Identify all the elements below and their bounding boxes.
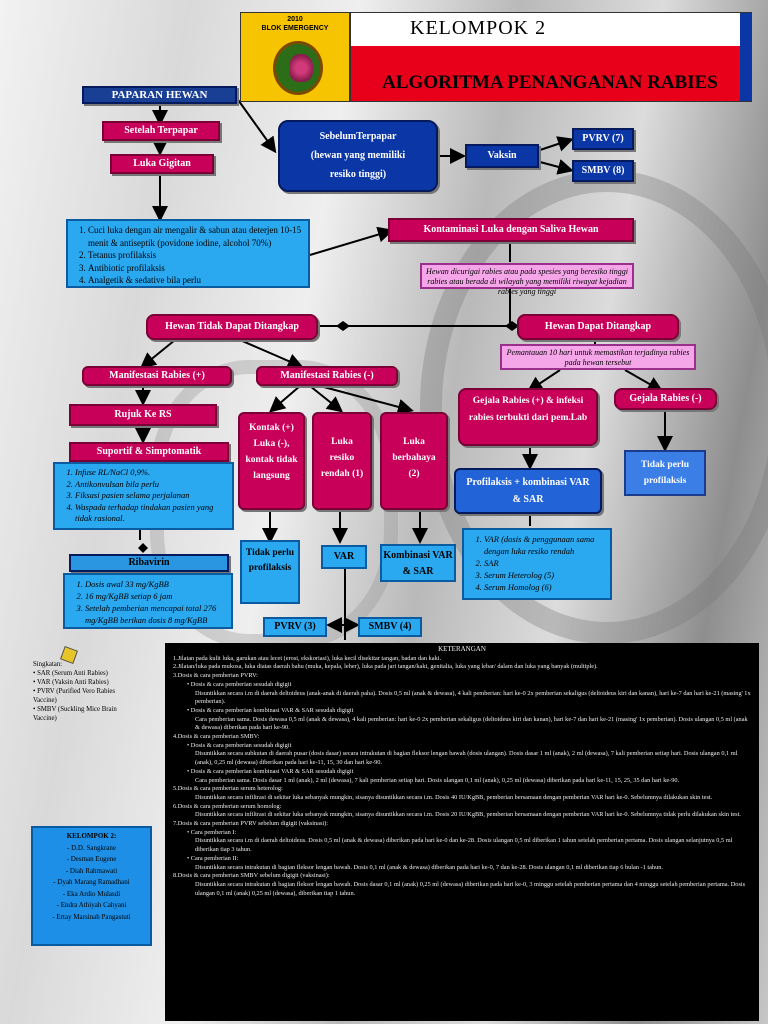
kelompok-members-title: KELOMPOK 2: bbox=[66, 832, 117, 840]
var-list-box: VAR (dosis & penggunaan sama dengan luka… bbox=[462, 528, 612, 600]
ket-line: 5.Dosis & cara pemberian serum heterolog… bbox=[173, 785, 283, 793]
suportif-item: Fiksasi pasien selama perjalanan bbox=[75, 490, 226, 502]
sebelum-terpapar-box: SebelumTerpapar (hewan yang memiliki res… bbox=[278, 120, 438, 192]
ribavirin-item: Dosis awal 33 mg/KgBB bbox=[85, 578, 225, 590]
page-title: ALGORITMA PENANGANAN RABIES bbox=[382, 72, 718, 93]
header-blok: BLOK EMERGENCY bbox=[261, 25, 329, 32]
gejala-neg-box: Gejala Rabies (-) bbox=[614, 388, 717, 410]
gejala-pos-box: Gejala Rabies (+) & infeksi rabies terbu… bbox=[458, 388, 598, 446]
ket-line: Disuntikkan secara infiltrasi di sekitar… bbox=[195, 811, 741, 819]
ket-line: 4.Dosis & cara pemberian SMBV: bbox=[173, 733, 260, 741]
suportif-list-box: Infuse RL/NaCl 0,9%. Antikonvulsan bila … bbox=[53, 462, 234, 530]
pemantauan-box: Pemantauan 10 hari untuk memastikan terj… bbox=[500, 344, 696, 370]
ket-line: • Dosis & cara pemberian kombinasi VAR &… bbox=[187, 706, 354, 714]
ket-line: Disuntikkan secara intrakutan di bagian … bbox=[195, 880, 746, 897]
var-item: VAR (dosis & penggunaan sama dengan luka… bbox=[484, 533, 604, 557]
vaksin-box: Vaksin bbox=[465, 144, 539, 168]
luka-step: Analgetik & sedative bila perlu bbox=[88, 274, 302, 287]
ket-line: 1.Jilatan pada kulit luka, garukan atau … bbox=[173, 654, 442, 662]
ket-line: Disuntikkan secara subkutan di daerah pu… bbox=[195, 750, 738, 767]
ket-line: • Cara pemberian I: bbox=[187, 828, 237, 836]
singkatan-title: Singkatan: bbox=[33, 661, 63, 668]
header-white-band bbox=[351, 13, 751, 46]
university-logo-icon bbox=[273, 41, 323, 95]
var-item: Serum Heterolog (5) bbox=[484, 569, 604, 581]
smbv8-box: SMBV (8) bbox=[572, 160, 634, 182]
ribavirin-list-box: Dosis awal 33 mg/KgBB 16 mg/KgBB setiap … bbox=[63, 573, 233, 629]
luka-step: Cuci luka dengan air mengalir & sabun at… bbox=[88, 224, 302, 249]
ribavirin-box: Ribavirin bbox=[69, 554, 229, 572]
rujuk-box: Rujuk Ke RS bbox=[69, 404, 217, 426]
pvrv3-box: PVRV (3) bbox=[263, 617, 327, 637]
ket-line: 8.Dosis & cara pemberian SMBV sebelum di… bbox=[173, 872, 330, 880]
tidak-perlu-box: Tidak perlu profilaksis bbox=[240, 540, 300, 604]
pvrv7-box: PVRV (7) bbox=[572, 128, 634, 150]
member: - D.D. Sangkrane bbox=[67, 843, 116, 852]
luka-bahaya-box: Luka berbahaya (2) bbox=[380, 412, 448, 510]
luka-steps-box: Cuci luka dengan air mengalir & sabun at… bbox=[66, 219, 310, 288]
luka-gigitan-box: Luka Gigitan bbox=[110, 154, 214, 174]
suportif-item: Antikonvulsan bila perlu bbox=[75, 479, 226, 491]
manifestasi-pos-box: Manifestasi Rabies (+) bbox=[82, 366, 232, 386]
keterangan-title: KETERANGAN bbox=[438, 645, 486, 653]
hewan-tidak-tangkap-box: Hewan Tidak Dapat Ditangkap bbox=[146, 314, 318, 340]
luka-step: Antibiotic profilaksis bbox=[88, 262, 302, 275]
ket-line: Disuntikkan secara i.m di daerah deltoid… bbox=[195, 837, 733, 854]
singkatan-item: • VAR (Vaksin Anti Rabies) bbox=[33, 679, 109, 686]
header-blue-stripe bbox=[740, 13, 752, 101]
ket-line: 3.Dosis & cara pemberian PVRV: bbox=[173, 672, 258, 680]
paparan-hewan-box: PAPARAN HEWAN bbox=[82, 86, 237, 104]
ribavirin-item: Setelah pemberian mencapai total 276 mg/… bbox=[85, 602, 225, 626]
singkatan-item: • SAR (Serum Anti Rabies) bbox=[33, 670, 108, 677]
ket-line: 6.Dosis & cara pemberian serum homolog: bbox=[173, 802, 282, 810]
setelah-terpapar-box: Setelah Terpapar bbox=[102, 121, 220, 141]
hewan-dicurigai-box: Hewan dicurigai rabies atau pada spesies… bbox=[420, 263, 634, 296]
ket-line: 2.Jilatan/luka pada mukosa, luka diatas … bbox=[173, 663, 598, 671]
member: - Desman Eugene bbox=[66, 855, 117, 863]
luka-step: Tetanus profilaksis bbox=[88, 249, 302, 262]
kontak-box: Kontak (+) Luka (-), kontak tidak langsu… bbox=[238, 412, 305, 510]
tidak-perlu-2-box: Tidak perlu profilaksis bbox=[624, 450, 706, 496]
sebelum-line-3: resiko tinggi) bbox=[329, 169, 387, 180]
suportif-item: Waspada terhadap tindakan pasien yang ti… bbox=[75, 502, 226, 525]
kelompok-members-box: KELOMPOK 2: - D.D. Sangkrane - Desman Eu… bbox=[31, 826, 152, 946]
manifestasi-neg-box: Manifestasi Rabies (-) bbox=[256, 366, 398, 386]
ket-line: Disuntikkan secara infiltrasi di sekitar… bbox=[195, 793, 713, 801]
profilaksis-box: Profilaksis + kombinasi VAR & SAR bbox=[454, 468, 602, 514]
ket-line: • Dosis & cara pemberian kombinasi VAR &… bbox=[187, 767, 354, 775]
keterangan-panel: KETERANGAN 1.Jilatan pada kulit luka, ga… bbox=[165, 643, 759, 1021]
singkatan-item: • SMBV (Suckling Mice Brain Vaccine) bbox=[33, 706, 117, 722]
ket-line: Disuntikkan secara intrakutan di bagian … bbox=[195, 863, 663, 871]
var-item: SAR bbox=[484, 557, 604, 569]
member: - Dyah Marang Ramadhani bbox=[53, 878, 130, 886]
smbv4-box: SMBV (4) bbox=[358, 617, 422, 637]
ribavirin-item: 16 mg/KgBB setiap 6 jam bbox=[85, 590, 225, 602]
kombinasi-box: Kombinasi VAR & SAR bbox=[380, 544, 456, 582]
member: - Diah Rahmawati bbox=[65, 866, 118, 875]
member: - Endra Athiyah Cahyani bbox=[56, 901, 127, 909]
ket-line: Cara pemberian sama. Dosis dasar 1 ml (a… bbox=[195, 776, 680, 784]
kontaminasi-box: Kontaminasi Luka dengan Saliva Hewan bbox=[388, 218, 634, 242]
var-item: Serum Homolog (6) bbox=[484, 581, 604, 593]
hewan-dapat-tangkap-box: Hewan Dapat Ditangkap bbox=[517, 314, 679, 340]
member: - Eka Ardio Mulasdi bbox=[62, 889, 121, 898]
ket-line: • Dosis & cara pemberian sesudah digigit bbox=[187, 680, 292, 688]
singkatan-box: Singkatan: • SAR (Serum Anti Rabies) • V… bbox=[33, 660, 137, 760]
kelompok-title: KELOMPOK 2 bbox=[410, 17, 547, 39]
ket-line: Disuntikkan secara i.m di daerah deltoid… bbox=[195, 689, 751, 706]
ket-line: • Dosis & cara pemberian sesudah digigit bbox=[187, 741, 292, 749]
suportif-box: Suportif & Simptomatik bbox=[69, 442, 229, 462]
sebelum-line-1: SebelumTerpapar bbox=[319, 131, 397, 142]
luka-resiko-box: Luka resiko rendah (1) bbox=[312, 412, 372, 510]
sebelum-line-2: (hewan yang memiliki bbox=[310, 150, 406, 161]
ket-line: Cara pemberian sama. Dosis dewasa 0,5 ml… bbox=[195, 715, 748, 732]
ket-line: • Cara pemberian II: bbox=[187, 854, 239, 862]
ket-line: 7.Dosis & cara pemberian PVRV sebelum di… bbox=[173, 820, 329, 828]
header-year: 2010 bbox=[287, 16, 303, 23]
var-box: VAR bbox=[321, 545, 367, 569]
suportif-item: Infuse RL/NaCl 0,9%. bbox=[75, 467, 226, 479]
singkatan-item: • PVRV (Purified Vero Rabies Vaccine) bbox=[33, 688, 116, 704]
member: - Ertay Marsinah Pangastuti bbox=[52, 912, 131, 921]
